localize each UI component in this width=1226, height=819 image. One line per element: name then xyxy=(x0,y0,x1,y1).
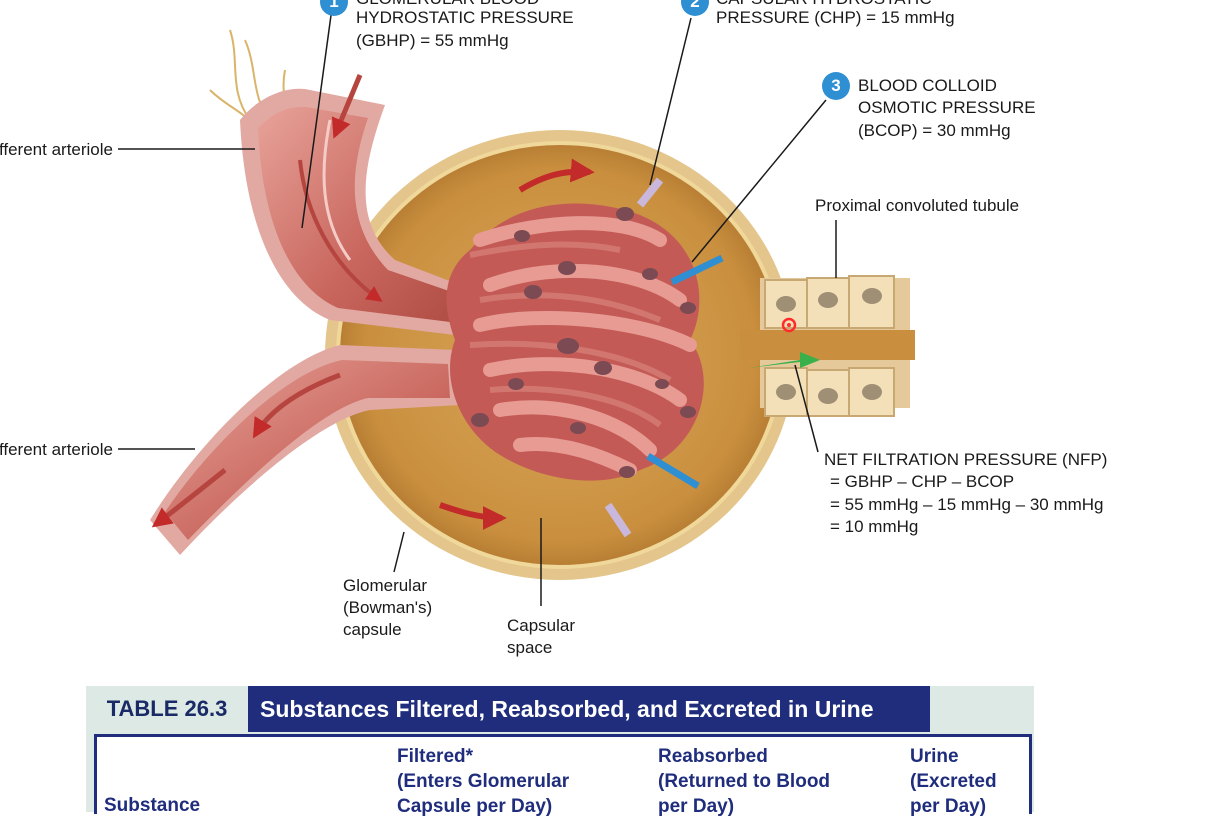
bcop-label-line2: OSMOTIC PRESSURE xyxy=(858,98,1036,117)
capsule-label-line3: capsule xyxy=(343,620,402,639)
proximal-tubule-label: Proximal convoluted tubule xyxy=(815,196,1020,215)
efferent-arteriole xyxy=(150,345,460,555)
step-3-badge: 3 xyxy=(822,72,850,100)
col-header-reabsorbed-2: (Returned to Blood xyxy=(658,771,831,792)
chp-label-line1: CAPSULAR HYDROSTATIC xyxy=(716,0,932,10)
glomerulus-illustration xyxy=(118,7,915,606)
step-1-badge: 1 xyxy=(320,0,348,16)
step-2-badge: 2 xyxy=(681,0,709,16)
bcop-label-line1: BLOOD COLLOID xyxy=(858,76,997,95)
gbhp-label-line2: HYDROSTATIC PRESSURE xyxy=(356,8,574,27)
col-header-reabsorbed-1: Reabsorbed xyxy=(658,746,768,767)
bcop-arrow-top xyxy=(670,254,724,286)
col-header-filtered-1: Filtered* xyxy=(397,746,474,767)
nfp-label-line1: NET FILTRATION PRESSURE (NFP) xyxy=(824,450,1108,469)
nfp-label-line4: = 10 mmHg xyxy=(830,517,919,536)
table-number: TABLE 26.3 xyxy=(106,696,228,721)
table-body xyxy=(94,734,1032,814)
nfp-label-line2: = GBHP – CHP – BCOP xyxy=(830,472,1015,491)
capsule-label-line2: (Bowman's) xyxy=(343,598,433,617)
col-header-substance: Substance xyxy=(104,795,201,816)
afferent-arteriole xyxy=(240,74,460,335)
col-header-urine-3: per Day) xyxy=(910,796,987,817)
efferent-arteriole-label: Efferent arteriole xyxy=(0,440,113,459)
col-header-filtered-2: (Enters Glomerular xyxy=(397,771,570,792)
proximal-tubule xyxy=(740,275,915,417)
capsule-label-line1: Glomerular xyxy=(343,576,428,595)
col-header-urine-2: (Excreted xyxy=(910,771,997,792)
capsule-flow-arrow-top xyxy=(518,158,595,193)
chp-label-line2: PRESSURE (CHP) = 15 mmHg xyxy=(716,8,955,27)
glomerulus-capillaries xyxy=(446,203,704,481)
gbhp-label-line3: (GBHP) = 55 mmHg xyxy=(356,31,509,50)
bcop-label-line3: (BCOP) = 30 mmHg xyxy=(858,121,1011,140)
capsular-space-label-line1: Capsular xyxy=(507,616,576,635)
capsule-flow-arrow-bottom xyxy=(439,502,507,530)
gbhp-label-line1: GLOMERULAR BLOOD xyxy=(356,0,539,10)
nfp-label-line3: = 55 mmHg – 15 mmHg – 30 mmHg xyxy=(830,495,1104,514)
table-title: Substances Filtered, Reabsorbed, and Exc… xyxy=(248,686,930,732)
col-header-urine-1: Urine xyxy=(910,746,959,767)
capsular-space-label-line2: space xyxy=(507,638,553,657)
bcop-arrow-bottom xyxy=(646,452,700,490)
col-header-filtered-3: Capsule per Day) xyxy=(397,796,553,817)
afferent-arteriole-label: Afferent arteriole xyxy=(0,140,113,159)
col-header-reabsorbed-3: per Day) xyxy=(658,796,735,817)
leader-lines xyxy=(118,7,837,606)
chp-arrow-top xyxy=(636,177,664,208)
chp-arrow-bottom xyxy=(604,502,632,538)
